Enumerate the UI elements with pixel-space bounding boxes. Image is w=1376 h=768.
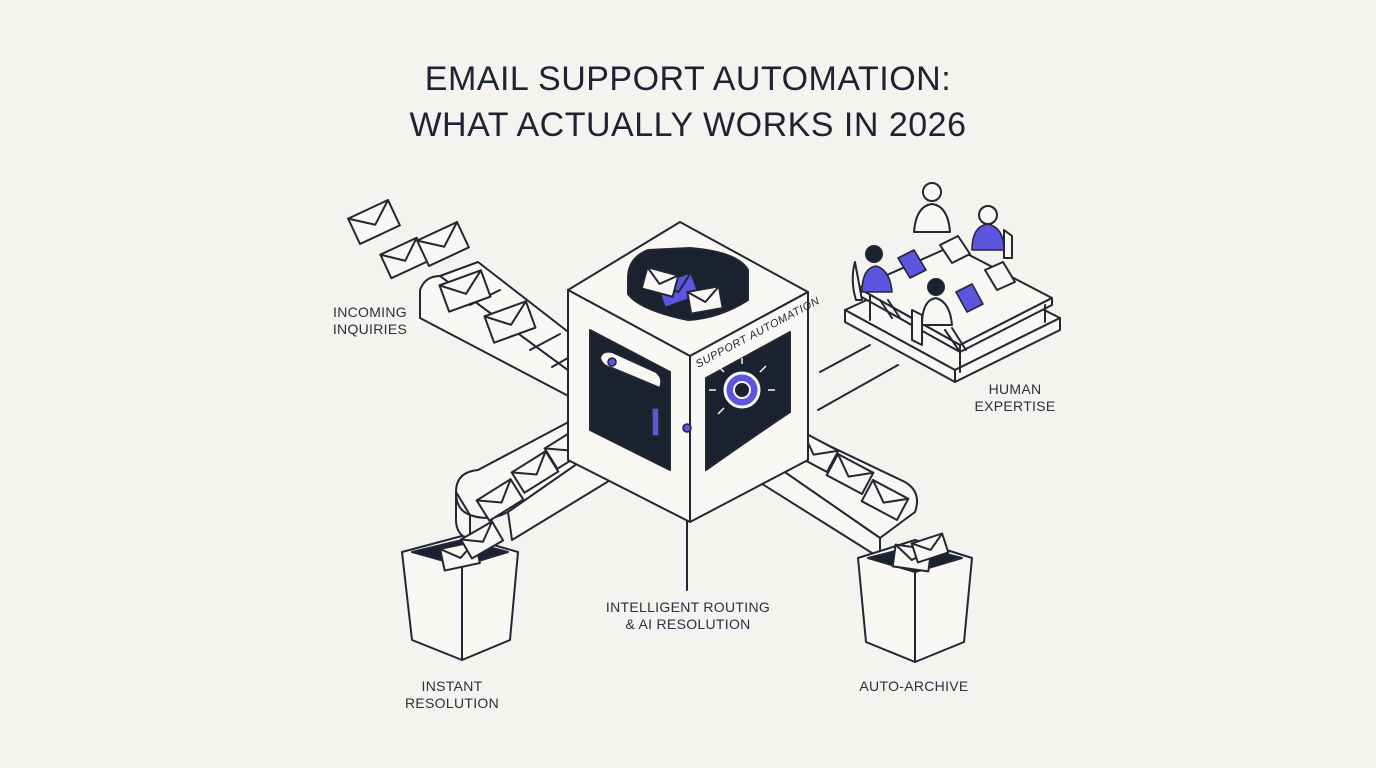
- auto-archive-bin: [857, 532, 973, 663]
- label-intelligent-routing: INTELLIGENT ROUTING & AI RESOLUTION: [605, 599, 771, 632]
- flying-envelopes: [347, 199, 537, 344]
- title-line-1: EMAIL SUPPORT AUTOMATION:: [424, 60, 952, 98]
- label-auto-archive: AUTO-ARCHIVE: [859, 678, 969, 694]
- automation-machine: SUPPORT AUTOMATION: [567, 221, 822, 523]
- label-human-expertise: HUMAN EXPERTISE: [974, 381, 1056, 414]
- label-incoming-inquiries: INCOMING INQUIRIES: [332, 304, 408, 337]
- instant-resolution-bin: [401, 520, 519, 661]
- title-line-2: WHAT ACTUALLY WORKS IN 2026: [409, 106, 967, 144]
- human-team-illustration: [844, 182, 1061, 383]
- diagram-title: EMAIL SUPPORT AUTOMATION: WHAT ACTUALLY …: [0, 56, 1376, 148]
- label-instant-resolution: INSTANT RESOLUTION: [404, 678, 499, 711]
